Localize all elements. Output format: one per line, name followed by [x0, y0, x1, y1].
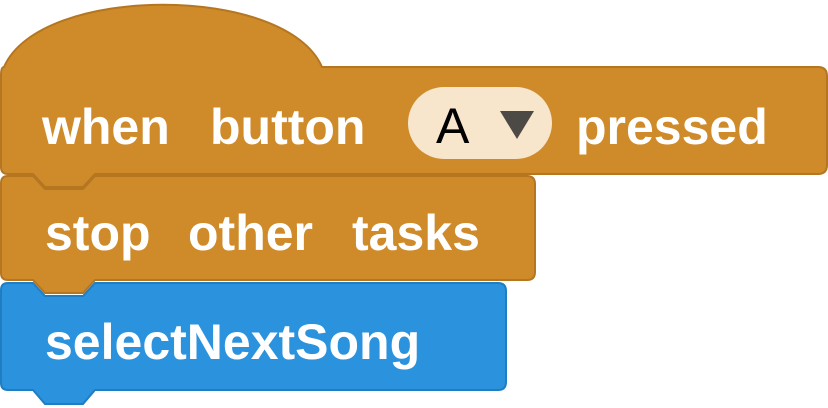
event-hat-block[interactable]	[0, 3, 828, 188]
when-label: when	[42, 99, 170, 155]
button-label: button	[210, 99, 366, 155]
select-next-song-block[interactable]	[0, 282, 507, 405]
button-select-dropdown[interactable]: A	[408, 87, 552, 159]
dropdown-selected-value: A	[436, 98, 470, 154]
function-name-label: selectNextSong	[45, 314, 421, 370]
stop-other-tasks-block[interactable]	[0, 175, 536, 294]
pressed-label: pressed	[576, 99, 768, 155]
tasks-label: tasks	[352, 205, 480, 261]
triangle-down-icon	[500, 111, 534, 139]
stop-label: stop	[45, 205, 151, 261]
other-label: other	[188, 205, 313, 261]
